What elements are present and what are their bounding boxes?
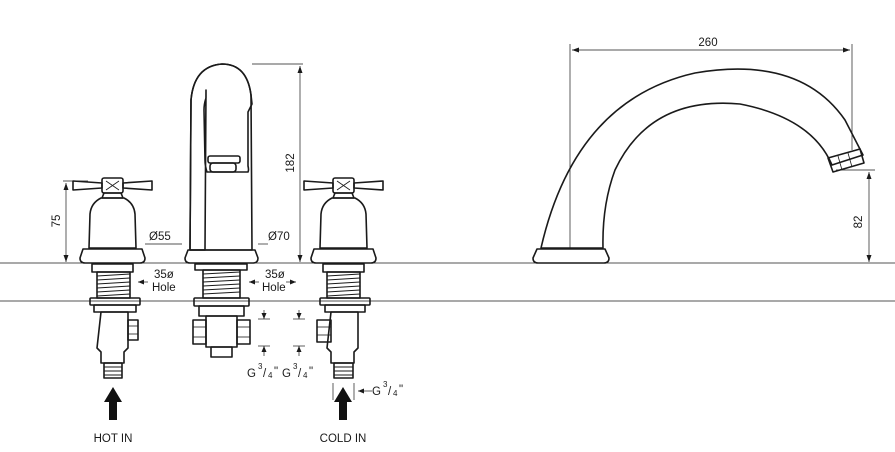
hole-right-label: Hole — [262, 282, 286, 294]
hot-in-label: HOT IN — [94, 433, 133, 445]
svg-text:4: 4 — [268, 371, 273, 380]
hot-cross-handle — [72, 177, 153, 194]
spout-side-view — [532, 68, 865, 264]
svg-text:/: / — [388, 386, 392, 398]
svg-text:G: G — [247, 368, 256, 380]
hot-valve — [72, 177, 153, 379]
svg-text:3: 3 — [383, 380, 388, 389]
hot-shank-thread — [96, 273, 131, 297]
dimension-55-label: Ø55 — [149, 231, 171, 243]
svg-text:G: G — [282, 368, 291, 380]
svg-text:3: 3 — [258, 362, 263, 371]
cold-in-label: COLD IN — [320, 433, 367, 445]
dimension-182-label: 182 — [285, 153, 297, 172]
thread-left-label: G 3 / 4 " — [247, 362, 278, 380]
svg-text:G: G — [372, 386, 381, 398]
cold-inlet-arrow — [334, 387, 352, 420]
cold-valve — [303, 177, 384, 379]
dimension-260-label: 260 — [698, 37, 717, 49]
svg-text:4: 4 — [303, 371, 308, 380]
hot-inlet-arrow — [104, 387, 122, 420]
hole-right-value: 35ø — [265, 269, 285, 281]
worktop-lines — [0, 262, 895, 302]
svg-text:": " — [309, 366, 313, 378]
hole-left-value: 35ø — [154, 269, 174, 281]
spout-front — [184, 63, 259, 358]
thread-right-label: G 3 / 4 " — [372, 380, 403, 398]
dimension-75-label: 75 — [51, 215, 63, 228]
svg-text:": " — [399, 384, 403, 396]
dimension-70-label: Ø70 — [268, 231, 290, 243]
dimension-82-label: 82 — [853, 216, 865, 229]
cold-shank-thread — [326, 273, 361, 297]
cold-cross-handle — [303, 177, 384, 194]
hole-left-label: Hole — [152, 282, 176, 294]
svg-text:3: 3 — [293, 362, 298, 371]
svg-text:/: / — [298, 368, 302, 380]
thread-mid-label: G 3 / 4 " — [282, 362, 313, 380]
svg-text:/: / — [263, 368, 267, 380]
svg-text:4: 4 — [393, 389, 398, 398]
svg-text:": " — [274, 366, 278, 378]
spout-shank-thread — [202, 271, 241, 295]
dimension-lines — [63, 44, 875, 400]
